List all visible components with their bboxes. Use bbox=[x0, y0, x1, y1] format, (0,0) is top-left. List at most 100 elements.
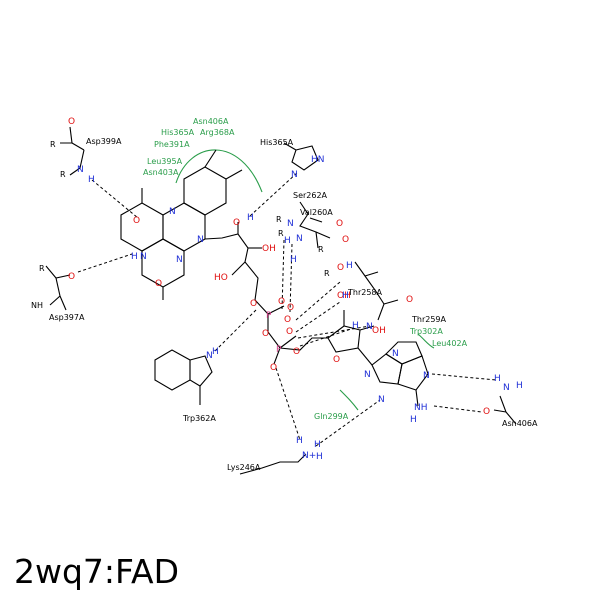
atom-n-adenine-n1: N bbox=[423, 371, 430, 381]
asn406-right-residue bbox=[493, 395, 517, 425]
atom-o-ser262: O bbox=[342, 235, 349, 245]
atom-r-asp397: R bbox=[39, 264, 45, 273]
atom-h-lys246-b: H bbox=[314, 440, 321, 450]
atom-p-1: P bbox=[266, 311, 272, 321]
label-asp399: Asp399A bbox=[86, 137, 122, 146]
atom-o-thr259: O bbox=[406, 295, 413, 305]
atom-o-p2-side: O bbox=[293, 347, 300, 357]
atom-h-thr258-n: H bbox=[342, 291, 349, 301]
atom-h-flavin-n3: H bbox=[131, 252, 138, 262]
adenine-rings bbox=[371, 341, 429, 407]
atom-n-adenine-n9: N bbox=[364, 370, 371, 380]
atom-h-ribityl-2: H bbox=[247, 213, 254, 223]
atom-r-ser262: R bbox=[276, 215, 282, 224]
atom-oh-ribose-3: OH bbox=[372, 326, 386, 336]
atom-n-adenine-n7: N bbox=[378, 395, 385, 405]
atom-oh-ribose-2: OH bbox=[337, 291, 351, 301]
label-trp302-green: Trp302A bbox=[409, 327, 443, 336]
hydrophobic-arc-top bbox=[175, 149, 263, 193]
label-trp362: Trp362A bbox=[182, 414, 216, 423]
atom-n-flavin-n10: N bbox=[197, 235, 204, 245]
label-leu395-green: Leu395A bbox=[147, 157, 183, 166]
atom-h-thr258-og: H bbox=[346, 261, 353, 271]
label-his365-top: His365A bbox=[260, 138, 294, 147]
atom-hn-his365: HN bbox=[311, 155, 325, 165]
atom-o-asp397: O bbox=[68, 272, 75, 282]
atom-n-asn406: N bbox=[503, 383, 510, 393]
atom-n-asp399: N bbox=[77, 165, 84, 175]
atom-r-asp399: R bbox=[50, 140, 56, 149]
atom-n-adenine-n3: N bbox=[392, 349, 399, 359]
atom-o-thr258-og: O bbox=[337, 263, 344, 273]
atom-o-p1-minus: O bbox=[287, 303, 294, 313]
asp397-residue bbox=[45, 265, 71, 311]
atom-o-bridge: O bbox=[262, 329, 269, 339]
atom-o-ribityl-5: O bbox=[250, 299, 257, 309]
label-val260: Val260A bbox=[300, 208, 333, 217]
label-gln299-green: Gln299A bbox=[314, 412, 349, 421]
atom-o-ribityl-2: O bbox=[233, 218, 240, 228]
atom-n-flavin-n1: N bbox=[176, 255, 183, 265]
atom-h-asn406-side: H bbox=[516, 381, 523, 391]
label-leu402-green: Leu402A bbox=[432, 339, 468, 348]
atom-o-p1-side: O bbox=[284, 315, 291, 325]
label-arg368-green: Arg368A bbox=[200, 128, 235, 137]
backbone-segment bbox=[299, 201, 399, 321]
asp399-residue bbox=[60, 126, 85, 176]
atom-n-his365: N bbox=[291, 170, 298, 180]
trp362-indole bbox=[154, 349, 213, 405]
atom-r-asp399-n: R bbox=[60, 170, 66, 179]
atom-n-trp362: N bbox=[206, 351, 213, 361]
label-asn406-green: Asn406A bbox=[193, 117, 229, 126]
atom-n-lys246: N+ bbox=[302, 451, 316, 461]
atom-h-lys246-a: H bbox=[296, 436, 303, 446]
atom-h-asn406-top: H bbox=[494, 374, 501, 384]
atom-ho-ribityl-4: HO bbox=[214, 273, 228, 283]
atom-h-val260: H bbox=[290, 255, 297, 265]
label-asn406-right: Asn406A bbox=[502, 419, 538, 428]
atom-o-p2-bottom: O bbox=[270, 363, 277, 373]
label-his365-green: His365A bbox=[161, 128, 195, 137]
atom-oh-ribityl-3: OH bbox=[262, 244, 276, 254]
atom-n-val260: N bbox=[296, 234, 303, 244]
hydrophobic-arc-leu402 bbox=[417, 333, 435, 349]
label-asn403-green: Asn403A bbox=[143, 168, 179, 177]
hydrophobic-arc-gln299 bbox=[339, 389, 359, 411]
atom-o-flavin-c4: O bbox=[133, 216, 140, 226]
atom-n-thr259: N bbox=[366, 322, 373, 332]
label-ser262: Ser262A bbox=[293, 191, 328, 200]
atom-n-flavin-n5: N bbox=[169, 207, 176, 217]
lys246-chain bbox=[239, 453, 307, 475]
label-thr259: Thr259A bbox=[411, 315, 447, 324]
atom-nh-asp397: NH bbox=[31, 301, 43, 310]
page-title: 2wq7:FAD bbox=[14, 552, 179, 591]
atom-h-adenine-n6: H bbox=[410, 415, 417, 425]
label-lys246: Lys246A bbox=[227, 463, 261, 472]
atom-o-asp399: O bbox=[68, 117, 75, 127]
ribose-ring bbox=[327, 325, 361, 353]
atom-o-val260: O bbox=[336, 219, 343, 229]
hydrogen-bonds bbox=[77, 171, 497, 447]
label-thr258: Thr258A bbox=[347, 288, 383, 297]
his365-ring bbox=[291, 145, 319, 171]
atom-r-val260: R bbox=[278, 229, 284, 238]
atom-n-flavin-n3: N bbox=[140, 252, 147, 262]
atom-h-ribose-3: H bbox=[352, 321, 359, 331]
atom-h-lys246-c: H bbox=[316, 452, 323, 462]
atom-o-p2-top: O bbox=[286, 327, 293, 337]
atom-h-asp399: H bbox=[88, 175, 95, 185]
atom-o-flavin-c2: O bbox=[155, 279, 162, 289]
atom-h-ser262: H bbox=[284, 236, 291, 246]
label-asp397: Asp397A bbox=[49, 313, 85, 322]
atom-o-asn406: O bbox=[483, 407, 490, 417]
atom-nh-adenine-n6: NH bbox=[414, 403, 428, 413]
label-phe391-green: Phe391A bbox=[154, 140, 190, 149]
atom-o-p1-top: O bbox=[278, 297, 285, 307]
atom-o-ribose-ring: O bbox=[333, 355, 340, 365]
ribityl-chain bbox=[204, 233, 259, 301]
atom-r-ser262-c: R bbox=[318, 245, 324, 254]
atom-p-2: P bbox=[276, 345, 282, 355]
atom-h-trp362: H bbox=[212, 347, 219, 357]
